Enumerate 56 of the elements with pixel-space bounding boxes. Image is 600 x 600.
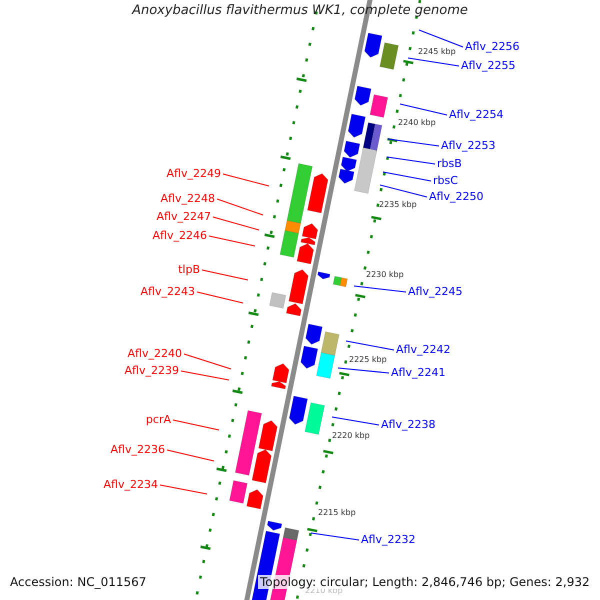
gene-label: Aflv_2246: [152, 229, 207, 243]
leader-line: [216, 198, 264, 216]
gene-label: Aflv_2256: [465, 40, 520, 54]
scale-label: 2220 kbp: [332, 430, 370, 442]
leader-line: [346, 340, 394, 350]
gene-label: Aflv_2248: [160, 192, 215, 206]
leader-line: [310, 532, 360, 540]
gene-label: pcrA: [146, 413, 171, 427]
gene-label: Aflv_2247: [156, 210, 211, 224]
leader-line: [338, 368, 390, 374]
gene-label: Aflv_2232: [361, 533, 416, 547]
scale-label: 2240 kbp: [398, 117, 436, 129]
scale-label: 2245 kbp: [418, 46, 456, 58]
leader-line: [382, 172, 432, 182]
leader-line: [172, 420, 220, 430]
leader-line: [408, 58, 460, 66]
gene-label: Aflv_2249: [166, 167, 221, 181]
gene-label: Aflv_2250: [429, 190, 484, 204]
leader-line: [354, 286, 406, 292]
gene-label: Aflv_2245: [408, 285, 462, 299]
leader-line: [418, 30, 464, 48]
title: Anoxybacillus flavithermus WK1, complete genome: [130, 4, 469, 18]
leader-line: [332, 416, 380, 426]
leader-line: [380, 184, 428, 198]
gene-label: Aflv_2238: [381, 418, 436, 432]
gene-label: Aflv_2239: [124, 364, 179, 378]
gene-label: rbsB: [437, 157, 462, 171]
gene-label: Aflv_2254: [449, 108, 504, 122]
leader-line: [208, 236, 256, 246]
gene-label: Aflv_2241: [391, 366, 446, 380]
scale-label: 2230 kbp: [366, 269, 404, 281]
gene-label: rbsC: [433, 174, 458, 188]
scale-label: 2210 kbp: [305, 586, 343, 597]
leader-line: [202, 270, 248, 280]
leader-line: [222, 174, 270, 186]
gene-label: tlpB: [178, 263, 200, 277]
gene-label: Aflv_2243: [140, 285, 195, 299]
gene-label: Aflv_2234: [104, 478, 158, 492]
scale-label: 2235 kbp: [379, 199, 417, 211]
leader-line: [212, 216, 260, 230]
accession-note: Accession: NC_011567: [8, 575, 148, 589]
leader-line: [196, 292, 244, 304]
leader-line: [160, 484, 208, 494]
gene-label: Aflv_2240: [128, 347, 182, 361]
scale-label: 2225 kbp: [349, 354, 387, 366]
gene-label: Aflv_2236: [110, 443, 165, 457]
scale-label: 2215 kbp: [318, 507, 356, 519]
leader-line: [180, 370, 230, 380]
leader-line: [400, 104, 448, 116]
leader-line: [166, 450, 214, 462]
leader-line: [386, 156, 436, 164]
gene-label: Aflv_2242: [396, 343, 450, 357]
gene-label: Aflv_2255: [461, 59, 516, 73]
leader-line: [184, 354, 232, 370]
leader-line: [388, 138, 440, 146]
gene-label: Aflv_2253: [441, 139, 496, 153]
